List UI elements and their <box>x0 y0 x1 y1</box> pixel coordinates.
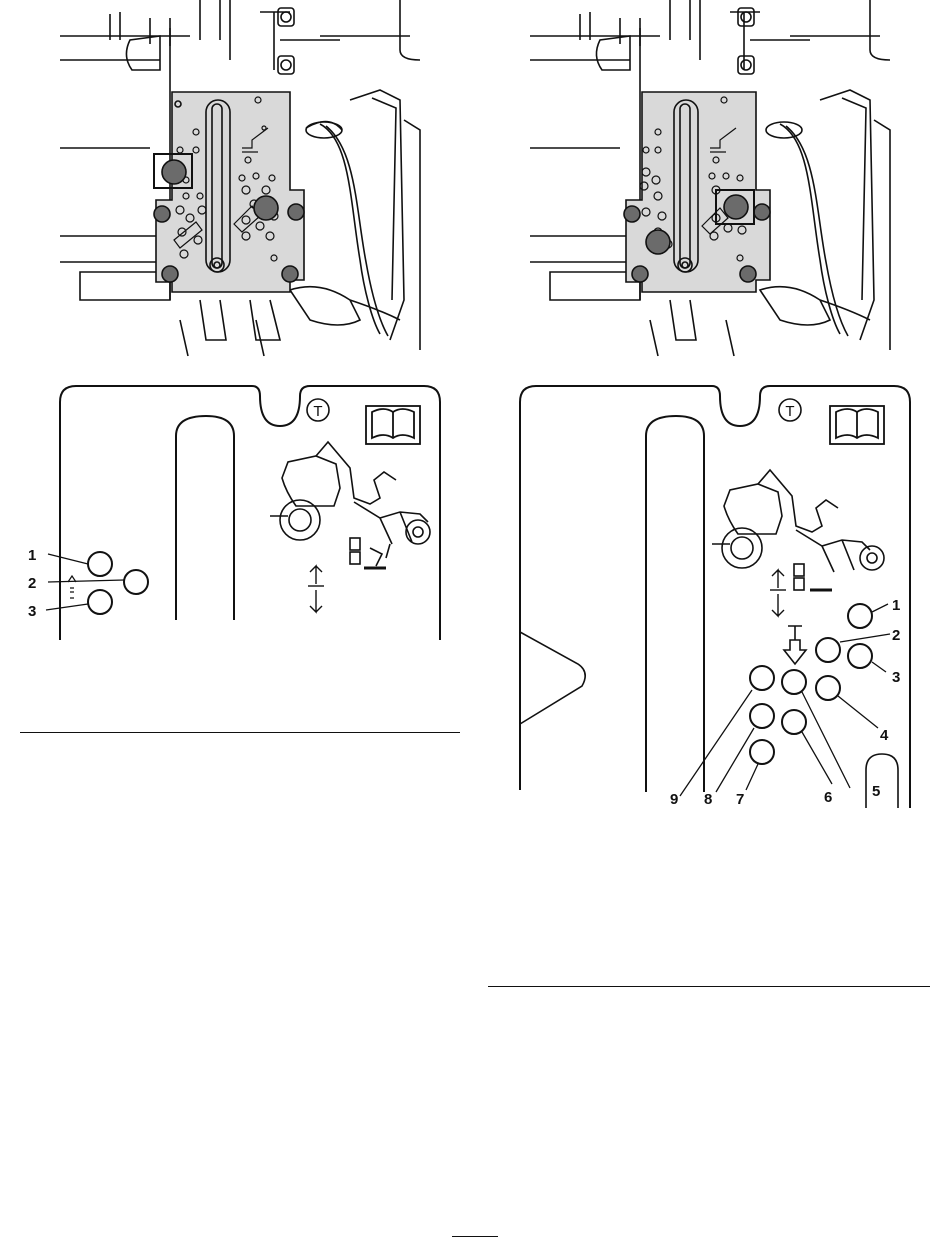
pull-pin-down-icon <box>784 626 806 664</box>
tractor-with-attachment-icon <box>270 442 430 568</box>
svg-text:T: T <box>785 403 794 420</box>
figure-divider <box>488 986 930 987</box>
page-footer-line <box>452 1236 498 1237</box>
decal-hole <box>750 704 774 728</box>
decal-slot <box>646 416 704 792</box>
raise-lower-arrows-icon <box>770 570 786 616</box>
callout-7: 7 <box>736 791 744 808</box>
decal-hole <box>848 644 872 668</box>
decal-hole <box>88 590 112 614</box>
callout-4: 4 <box>880 727 889 744</box>
callout-2: 2 <box>892 627 900 644</box>
decal-hole <box>782 710 806 734</box>
left-decal-diagram: T 1 2 3 <box>20 372 460 640</box>
decal-symbol: T <box>779 399 801 421</box>
tractor-with-attachment-icon <box>712 470 884 590</box>
raise-lower-arrows-icon <box>308 566 324 612</box>
right-bracket-illustration <box>490 0 930 360</box>
decal-hole <box>816 638 840 662</box>
figure-divider <box>20 732 460 733</box>
right-decal-diagram: T 1 2 3 4 5 6 7 8 9 <box>490 372 930 812</box>
decal-hole <box>816 676 840 700</box>
left-bracket-illustration <box>20 0 460 360</box>
callout-8: 8 <box>704 791 712 808</box>
callout-1: 1 <box>892 597 900 614</box>
svg-text:T: T <box>313 403 322 420</box>
callout-2: 2 <box>28 575 36 592</box>
callout-5: 5 <box>872 783 880 800</box>
operator-manual-icon <box>830 406 884 444</box>
decal-outline <box>60 386 440 640</box>
decal-hole <box>124 570 148 594</box>
decal-hole <box>88 552 112 576</box>
callout-9: 9 <box>670 791 678 808</box>
callout-1: 1 <box>28 547 36 564</box>
decal-hole <box>750 740 774 764</box>
decal-hole <box>782 670 806 694</box>
decal-hole <box>848 604 872 628</box>
operator-manual-icon <box>366 406 420 444</box>
callout-3: 3 <box>28 603 36 620</box>
callout-3: 3 <box>892 669 900 686</box>
decal-hole <box>750 666 774 690</box>
callout-6: 6 <box>824 789 832 806</box>
decal-symbol: T <box>307 399 329 421</box>
decal-slot <box>176 416 234 620</box>
